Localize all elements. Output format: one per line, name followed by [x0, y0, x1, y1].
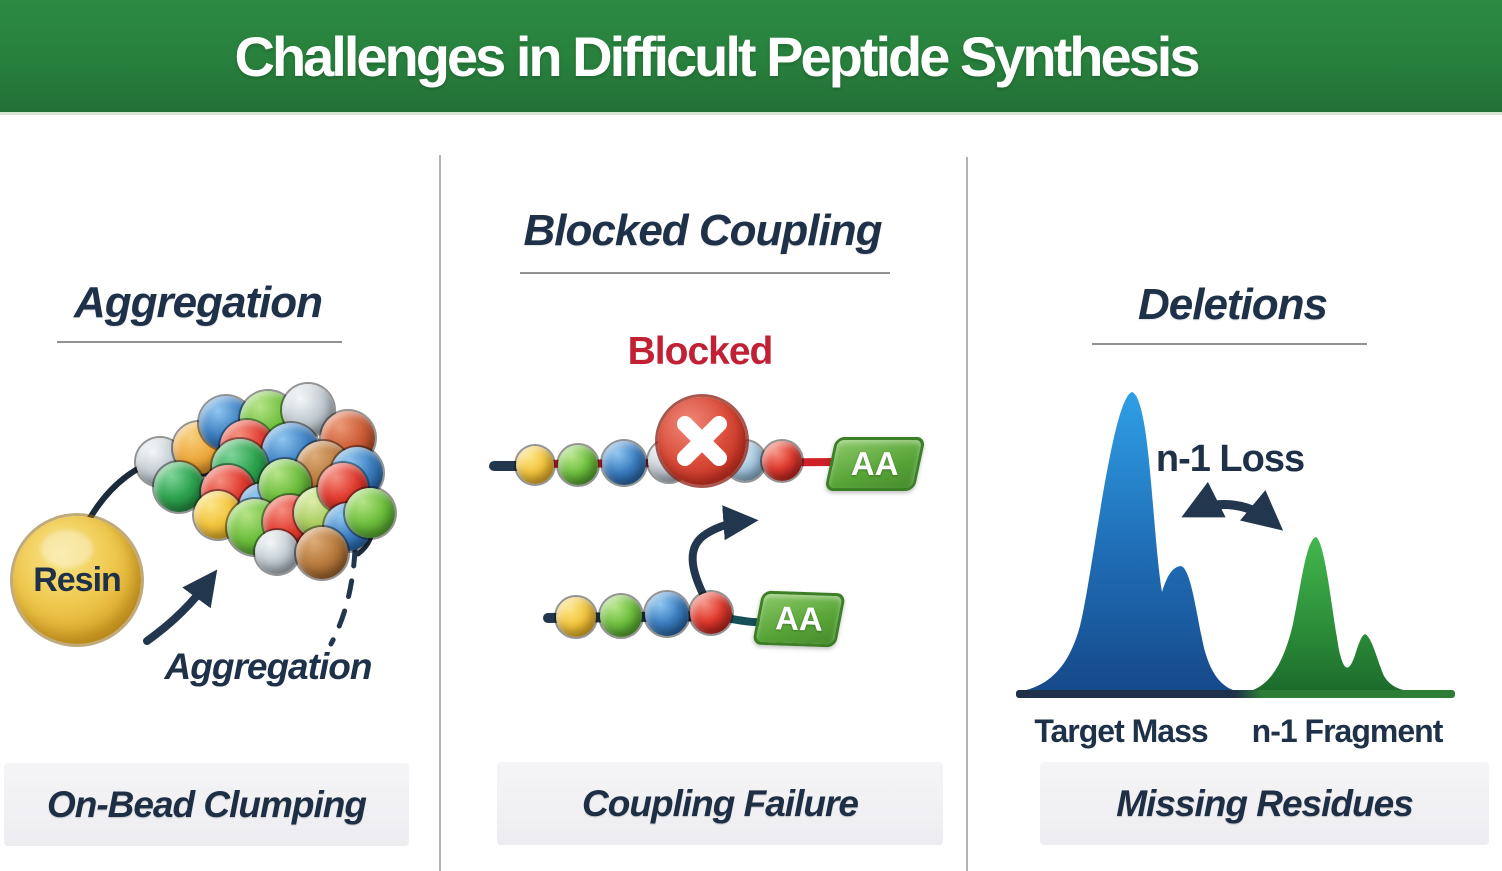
caption-deletions: Missing Residues	[1116, 782, 1414, 824]
aa-tag-label: AA	[775, 599, 823, 638]
n1-loss-label: n-1 Loss	[1155, 438, 1305, 480]
aa-tag-incoming: AA	[752, 590, 846, 648]
caption-box-deletions: Missing Residues	[1040, 762, 1489, 845]
heading-aggregation: Aggregation	[73, 278, 323, 327]
resin-label: Resin	[33, 560, 122, 599]
coupling-arrow	[688, 505, 759, 600]
heading-rule-aggregation	[57, 341, 342, 343]
blocked-label: Blocked	[627, 330, 774, 373]
caption-box-blocked-coupling: Coupling Failure	[497, 762, 943, 845]
caption-box-aggregation: On-Bead Clumping	[4, 763, 409, 846]
aggregation-process-label: Aggregation	[164, 646, 373, 687]
caption-aggregation: On-Bead Clumping	[46, 783, 367, 825]
spectrum-baseline	[1016, 690, 1455, 698]
caption-blocked-coupling: Coupling Failure	[582, 782, 859, 824]
resin-bead: Resin	[13, 516, 141, 644]
heading-deletions: Deletions	[1137, 280, 1328, 329]
aggregation-arrow	[143, 569, 218, 645]
heading-rule-blocked-coupling	[520, 272, 890, 274]
heading-rule-deletions	[1092, 343, 1367, 345]
target-mass-peak	[1016, 392, 1240, 692]
dashed-arc	[328, 547, 358, 647]
blocked-x-icon	[658, 397, 746, 485]
aa-tag-blocked: AA	[824, 437, 926, 491]
target-mass-label: Target Mass	[1034, 713, 1208, 749]
n1-fragment-label: n-1 Fragment	[1251, 713, 1444, 749]
page-title: Challenges in Difficult Peptide Synthesi…	[234, 25, 1201, 88]
panel-divider-right	[966, 157, 968, 871]
header-banner: Challenges in Difficult Peptide Synthesi…	[0, 0, 1502, 115]
n1-fragment-peak	[1246, 537, 1418, 692]
heading-blocked-coupling: Blocked Coupling	[523, 206, 883, 255]
cluster-strings	[87, 402, 375, 564]
n1-loss-arrow	[1181, 481, 1284, 531]
panel-divider-left	[439, 155, 441, 871]
mass-spec-peaks	[1016, 392, 1455, 698]
aa-tag-label: AA	[850, 445, 900, 482]
x-glyph	[677, 416, 727, 466]
